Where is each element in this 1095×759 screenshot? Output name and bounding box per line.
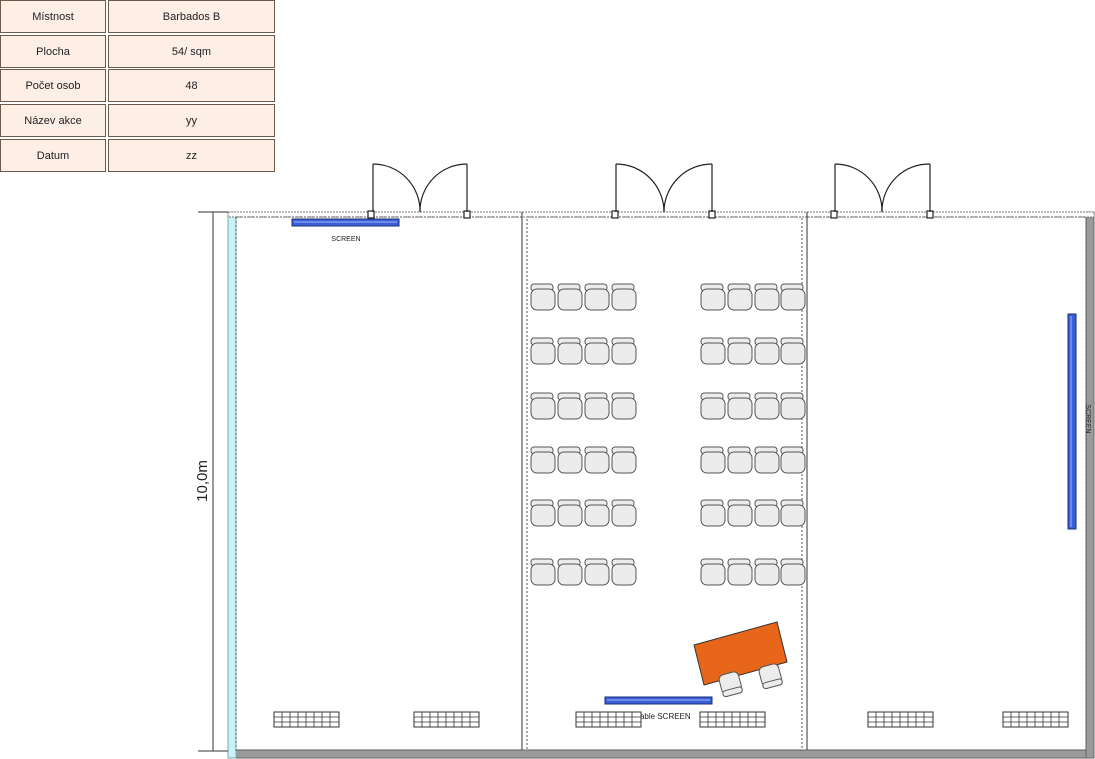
radiator	[699, 711, 766, 728]
chair	[530, 499, 556, 527]
radiator	[413, 711, 480, 728]
section-left	[235, 216, 523, 751]
top-wall	[227, 211, 1095, 218]
chair	[584, 337, 610, 365]
chair	[611, 499, 637, 527]
chair	[700, 337, 726, 365]
chair	[530, 558, 556, 586]
chair	[557, 499, 583, 527]
chair	[727, 446, 753, 474]
chair	[780, 499, 806, 527]
chair	[584, 283, 610, 311]
info-label: Počet osob	[0, 69, 106, 102]
outer-walls	[227, 211, 1095, 759]
section-right	[806, 216, 1087, 751]
chair	[780, 446, 806, 474]
window-strip	[227, 211, 237, 759]
chair	[754, 283, 780, 311]
chair	[530, 283, 556, 311]
chair	[530, 337, 556, 365]
chair	[530, 392, 556, 420]
info-row-persons: Počet osob 48	[0, 69, 275, 102]
radiator	[1002, 711, 1069, 728]
info-label: Místnost	[0, 0, 106, 33]
speaker-table[interactable]	[693, 621, 788, 698]
table-chair[interactable]	[718, 671, 743, 698]
chair	[611, 283, 637, 311]
chair	[700, 446, 726, 474]
chair	[727, 558, 753, 586]
chair	[700, 392, 726, 420]
chair	[611, 558, 637, 586]
info-label: Název akce	[0, 104, 106, 137]
chair	[780, 392, 806, 420]
door-left[interactable]	[367, 163, 471, 219]
screen-left-label: SCREEN	[331, 236, 360, 243]
chair	[584, 558, 610, 586]
chair	[754, 337, 780, 365]
chair	[557, 337, 583, 365]
dimension-label: 10,0m	[194, 460, 211, 502]
partitions	[235, 212, 1087, 751]
dimension-line	[198, 211, 228, 752]
table-top[interactable]	[693, 621, 788, 686]
radiator	[273, 711, 340, 728]
info-value[interactable]: 48	[108, 69, 275, 102]
chair	[611, 392, 637, 420]
chair	[584, 446, 610, 474]
chair	[557, 283, 583, 311]
right-wall	[1085, 211, 1095, 759]
chair	[557, 446, 583, 474]
door-right[interactable]	[830, 163, 934, 219]
chair	[700, 283, 726, 311]
bottom-wall	[227, 749, 1095, 759]
chair	[780, 337, 806, 365]
info-row-room: Místnost Barbados B	[0, 0, 275, 33]
chair	[754, 446, 780, 474]
radiator	[867, 711, 934, 728]
info-label: Datum	[0, 139, 106, 172]
info-value[interactable]: yy	[108, 104, 275, 137]
chair	[584, 392, 610, 420]
portable-screen[interactable]	[604, 696, 713, 705]
door-middle[interactable]	[611, 163, 716, 219]
info-value[interactable]: zz	[108, 139, 275, 172]
info-value[interactable]: 54/ sqm	[108, 35, 275, 68]
chair	[530, 446, 556, 474]
info-row-event: Název akce yy	[0, 104, 275, 137]
chair	[557, 392, 583, 420]
section-middle	[526, 216, 803, 751]
chair	[584, 499, 610, 527]
info-row-area: Plocha 54/ sqm	[0, 35, 275, 68]
screen-right[interactable]	[1067, 313, 1077, 530]
chair	[557, 558, 583, 586]
chair	[754, 392, 780, 420]
info-label: Plocha	[0, 35, 106, 68]
doors	[367, 163, 934, 219]
chair	[727, 337, 753, 365]
screen-left[interactable]	[291, 218, 400, 227]
portable-screen-label: Portable SCREEN	[625, 712, 691, 721]
chair	[700, 499, 726, 527]
info-row-date: Datum zz	[0, 139, 275, 172]
info-value[interactable]: Barbados B	[108, 0, 275, 33]
chair	[727, 283, 753, 311]
chair	[780, 558, 806, 586]
chair	[611, 337, 637, 365]
table-chair[interactable]	[758, 663, 783, 690]
radiator	[575, 711, 642, 728]
chair	[780, 283, 806, 311]
chair	[700, 558, 726, 586]
chair	[754, 499, 780, 527]
chair	[727, 499, 753, 527]
chair	[754, 558, 780, 586]
chair	[611, 446, 637, 474]
chairs	[530, 283, 806, 586]
chair	[727, 392, 753, 420]
screen-right-label: SCREEN	[1084, 404, 1091, 433]
